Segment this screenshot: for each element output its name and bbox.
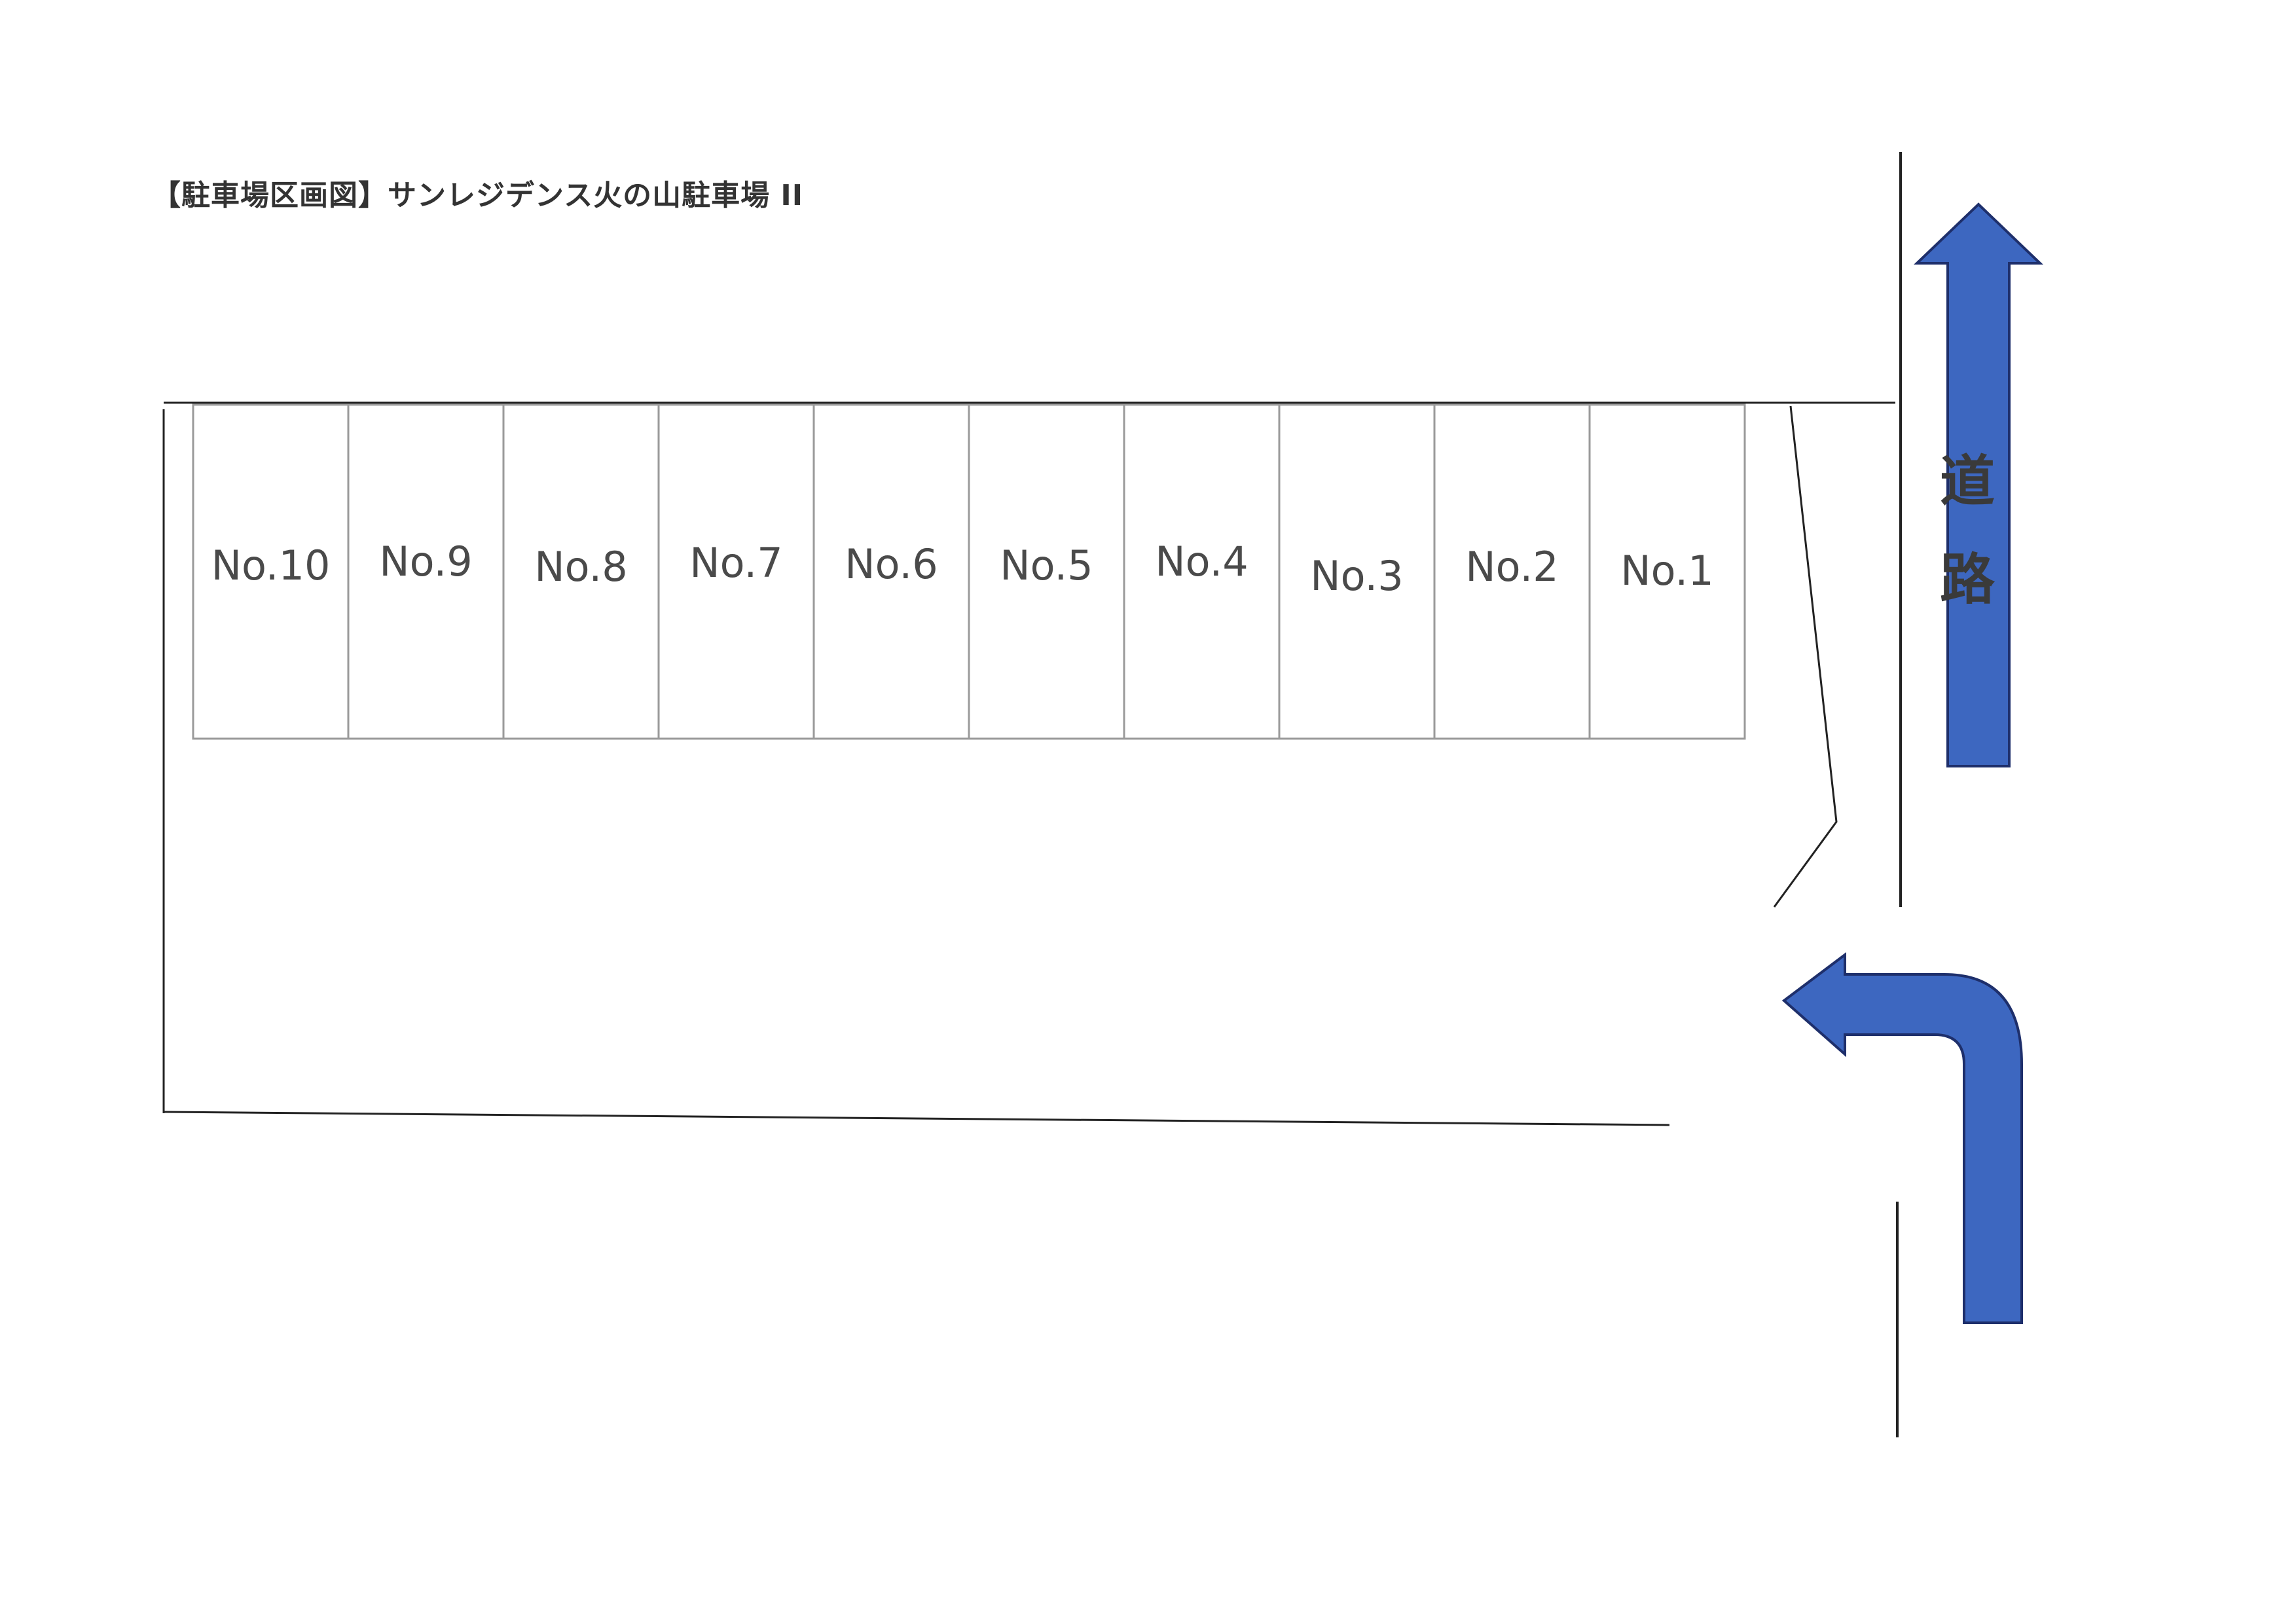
parking-stall bbox=[1433, 403, 1591, 740]
lot-entrance-edge bbox=[1773, 405, 1838, 908]
stall-number-label: No.7 bbox=[689, 539, 782, 587]
parking-stall bbox=[968, 403, 1125, 740]
stall-number-label: No.4 bbox=[1155, 538, 1248, 585]
parking-stall bbox=[1278, 403, 1436, 740]
parking-stall bbox=[192, 403, 350, 740]
stall-number-label: No.6 bbox=[845, 540, 938, 588]
parking-stalls: No.10 No.9 No.8 No.7 No.6 No.5 No.4 No.3 No.2 No.… bbox=[192, 403, 1746, 740]
stall-number-label: No.2 bbox=[1465, 543, 1558, 591]
stall-number-label: No.10 bbox=[211, 542, 331, 589]
road-label-char-2: 路 bbox=[1939, 547, 1995, 612]
parking-stall bbox=[812, 403, 970, 740]
stall-number-label: No.5 bbox=[1000, 542, 1093, 589]
turn-left-arrow-icon bbox=[1781, 951, 2023, 1324]
arrow-up-icon bbox=[1914, 202, 2043, 767]
parking-stall bbox=[502, 403, 660, 740]
diagram-title: 【駐車場区画図】サンレジデンス火の山駐車場 II bbox=[152, 179, 804, 212]
stall-number-label: No.1 bbox=[1620, 547, 1713, 595]
stall-number-label: No.9 bbox=[379, 538, 472, 585]
stall-number-label: No.3 bbox=[1310, 552, 1403, 600]
road-label: 道 路 bbox=[1938, 432, 1997, 629]
parking-stall bbox=[1588, 403, 1746, 740]
lot-bottom-boundary bbox=[163, 1111, 1670, 1126]
road-label-char-1: 道 bbox=[1939, 449, 1995, 513]
stall-number-label: No.8 bbox=[534, 543, 627, 591]
parking-stall bbox=[347, 403, 505, 740]
parking-stall bbox=[657, 403, 815, 740]
